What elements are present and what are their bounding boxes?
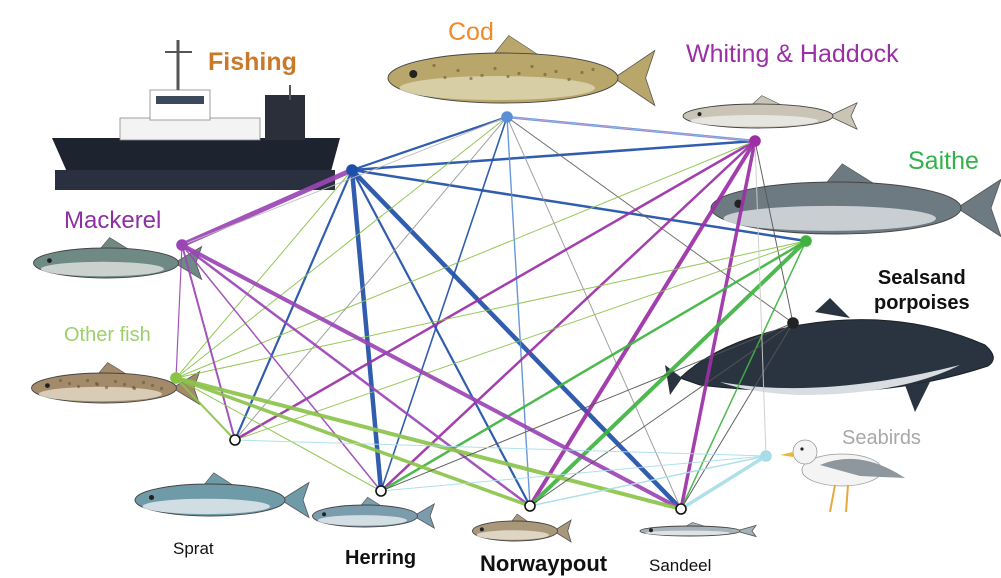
node-seals <box>788 318 798 328</box>
seals-label-line-1: Sealsand <box>874 266 970 291</box>
link-mackerel-herring <box>182 245 381 491</box>
link-other-herring <box>176 378 381 491</box>
saithe-label: Saithe <box>908 149 979 174</box>
node-mackerel <box>177 240 187 250</box>
node-fishing <box>347 165 357 175</box>
node-saithe <box>801 236 811 246</box>
link-whiting-herring <box>381 141 755 491</box>
node-sandeel <box>676 504 686 514</box>
whiting-illustration <box>683 96 857 130</box>
norway-pout-illustration <box>473 514 572 542</box>
seals-porpoises-label: Sealsand porpoises <box>874 266 970 316</box>
seals-label-line-2: porpoises <box>874 291 970 316</box>
node-herring <box>376 486 386 496</box>
herring-label: Herring <box>345 548 416 568</box>
link-cod-norway <box>507 117 530 506</box>
seagull-illustration <box>780 440 905 512</box>
herring-illustration <box>313 497 435 528</box>
seabirds-label: Seabirds <box>842 428 921 448</box>
node-other <box>171 373 181 383</box>
sprat-label: Sprat <box>173 540 214 557</box>
node-cod <box>502 112 512 122</box>
node-seabirds <box>761 451 771 461</box>
sandeel-label: Sandeel <box>649 557 711 574</box>
node-whiting <box>750 136 760 146</box>
mackerel-label: Mackerel <box>64 209 161 233</box>
sandeel-illustration <box>640 523 756 537</box>
cod-label: Cod <box>448 20 494 45</box>
node-sprat <box>230 435 240 445</box>
cod-illustration <box>388 36 655 106</box>
node-norway <box>525 501 535 511</box>
fishing-label: Fishing <box>208 50 297 75</box>
link-cod-sandeel <box>507 117 681 509</box>
norway-pout-label: Norwaypout <box>480 553 607 575</box>
whiting-haddock-label: Whiting & Haddock <box>686 42 899 67</box>
other-fish-label: Other fish <box>64 325 151 345</box>
link-fishing-cod <box>352 117 507 170</box>
sprat-illustration <box>135 473 309 518</box>
link-mackerel-norway <box>182 245 530 506</box>
